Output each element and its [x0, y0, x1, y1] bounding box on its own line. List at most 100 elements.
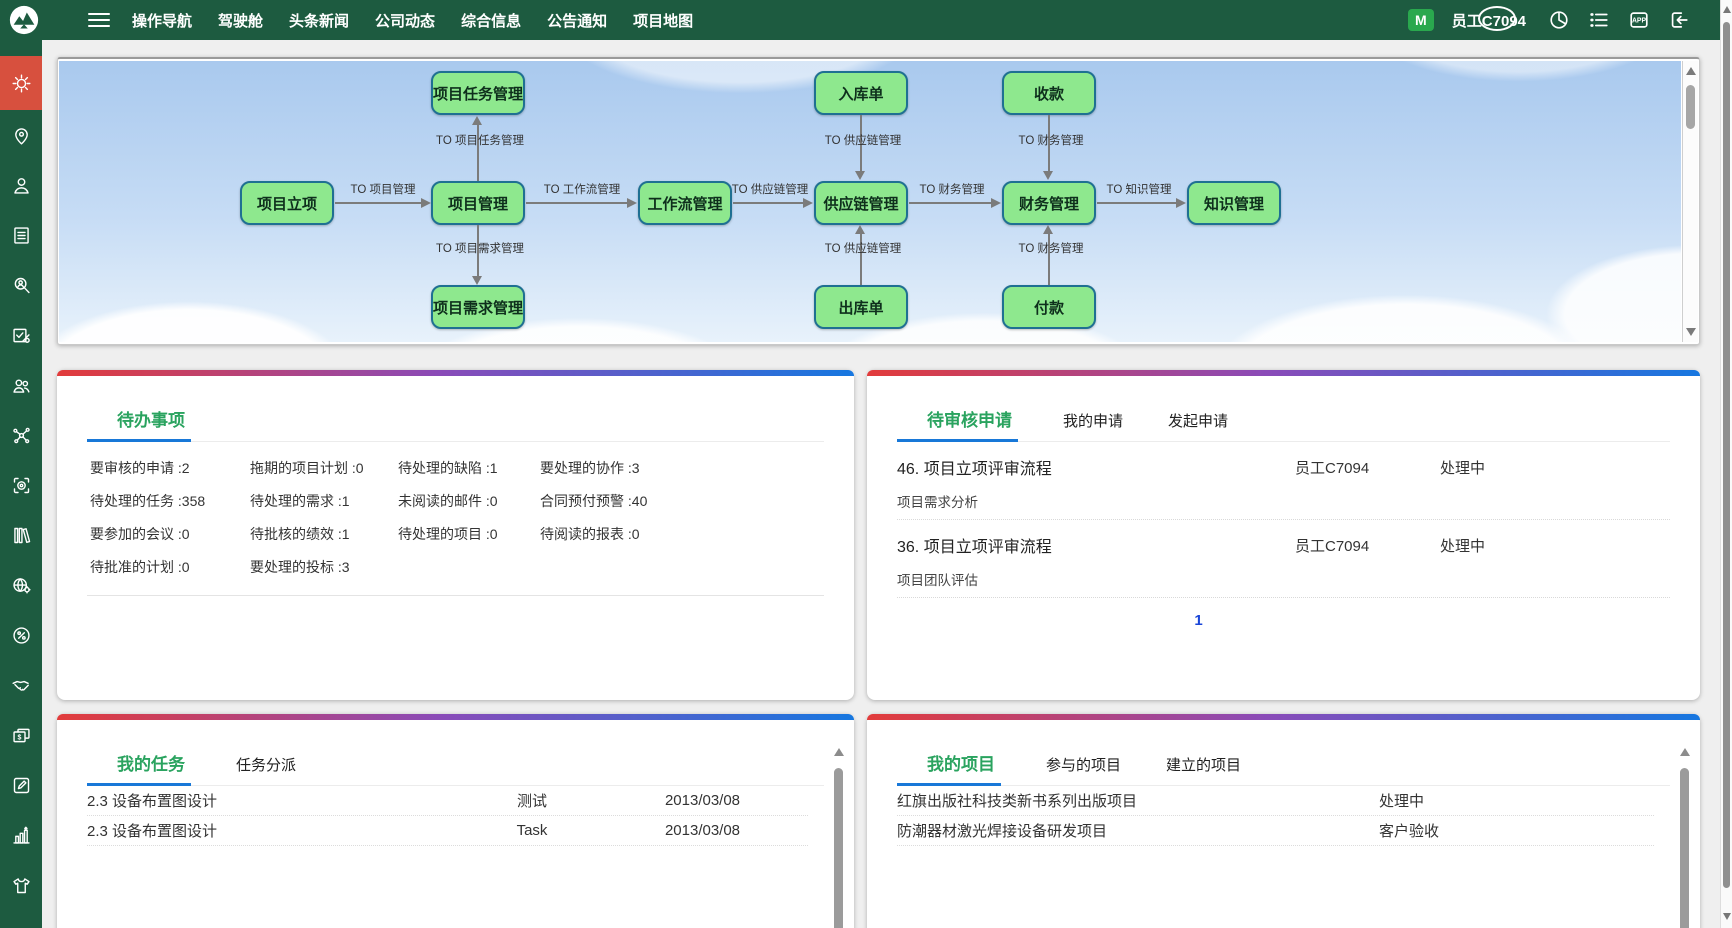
tab-created-projects[interactable]: 建立的项目: [1166, 754, 1241, 785]
scroll-up-icon[interactable]: [1686, 67, 1696, 75]
current-user[interactable]: 员工C7094: [1452, 10, 1530, 31]
logout-icon[interactable]: [1668, 9, 1690, 31]
project-row[interactable]: 红旗出版社科技类新书系列出版项目 处理中: [897, 786, 1654, 816]
nav-item-announcements[interactable]: 公告通知: [547, 10, 607, 31]
todo-item[interactable]: 要参加的会议 :0: [90, 524, 250, 544]
tab-start-application[interactable]: 发起申请: [1168, 410, 1228, 441]
handshake-icon: [11, 675, 32, 696]
flow-node-project-initiation[interactable]: 项目立项: [240, 181, 334, 225]
scrollbar-thumb[interactable]: [1686, 85, 1695, 129]
flow-node-finance[interactable]: 财务管理: [1002, 181, 1096, 225]
approval-status: 处理中: [1440, 533, 1670, 556]
todo-item[interactable]: 待处理的需求 :1: [250, 491, 398, 511]
flow-node-project-requirements[interactable]: 项目需求管理: [431, 285, 525, 329]
app-download-icon[interactable]: APP: [1628, 9, 1650, 31]
scroll-up-icon[interactable]: [834, 748, 844, 756]
task-name: 2.3 设备布置图设计: [87, 790, 467, 811]
menu-icon[interactable]: [88, 9, 110, 31]
message-badge[interactable]: M: [1408, 9, 1434, 31]
todo-item[interactable]: 待阅读的报表 :0: [540, 524, 824, 544]
tab-my-applications[interactable]: 我的申请: [1063, 410, 1123, 441]
approvals-panel: 待审核申请 我的申请 发起申请 46. 项目立项评审流程 项目需求分析 员工C7…: [867, 370, 1700, 700]
tab-task-assignment[interactable]: 任务分派: [236, 754, 296, 785]
flow-node-knowledge[interactable]: 知识管理: [1187, 181, 1281, 225]
sidebar-item-library[interactable]: [0, 510, 42, 560]
pagination-page-1[interactable]: 1: [897, 612, 1670, 629]
nav-item-project-map[interactable]: 项目地图: [633, 10, 693, 31]
scroll-up-icon[interactable]: [1680, 748, 1690, 756]
todo-item[interactable]: 拖期的项目计划 :0: [250, 458, 398, 478]
tab-pending-approvals[interactable]: 待审核申请: [897, 406, 1018, 442]
sidebar-item-monitor[interactable]: [0, 460, 42, 510]
flow-node-payments[interactable]: 付款: [1002, 285, 1096, 329]
todo-item[interactable]: 待批准的计划 :0: [90, 557, 250, 577]
list-menu-icon[interactable]: [1588, 9, 1610, 31]
module-flowchart-panel: 项目立项 项目管理 工作流管理 供应链管理 财务管理 知识管理 项目任务管理 入…: [57, 57, 1700, 345]
scrollbar-thumb[interactable]: [1723, 22, 1730, 888]
flow-node-workflow-management[interactable]: 工作流管理: [638, 181, 732, 225]
project-row[interactable]: 防潮器材激光焊接设备研发项目 客户验收: [897, 816, 1654, 846]
sidebar-item-edit[interactable]: [0, 760, 42, 810]
tasks-scrollbar[interactable]: [832, 748, 845, 928]
sidebar-item-discount[interactable]: [0, 610, 42, 660]
svg-text:APP: APP: [1632, 17, 1647, 24]
todo-item[interactable]: 待处理的缺陷 :1: [398, 458, 540, 478]
sidebar-item-partners[interactable]: [0, 660, 42, 710]
sidebar-item-reports[interactable]: [0, 810, 42, 860]
task-date: 2013/03/08: [597, 792, 808, 809]
sidebar-item-documents[interactable]: [0, 210, 42, 260]
sidebar-item-network[interactable]: [0, 410, 42, 460]
flowchart-scrollbar[interactable]: [1682, 61, 1698, 342]
sidebar-item-location[interactable]: [0, 110, 42, 160]
sidebar-item-global-config[interactable]: [0, 560, 42, 610]
nav-item-cockpit[interactable]: 驾驶舱: [218, 10, 263, 31]
nav-item-operations[interactable]: 操作导航: [132, 10, 192, 31]
flow-node-project-tasks[interactable]: 项目任务管理: [431, 71, 525, 115]
sidebar-item-user[interactable]: [0, 160, 42, 210]
sidebar-item-user-search[interactable]: [0, 260, 42, 310]
todo-item[interactable]: 待批核的绩效 :1: [250, 524, 398, 544]
todo-item[interactable]: 要处理的协作 :3: [540, 458, 824, 478]
scroll-up-icon[interactable]: [1723, 6, 1731, 13]
sidebar-item-approval-form[interactable]: [0, 310, 42, 360]
page-scrollbar[interactable]: [1720, 0, 1732, 928]
pie-chart-icon[interactable]: [1548, 9, 1570, 31]
todo-item[interactable]: 要审核的申请 :2: [90, 458, 250, 478]
task-type: 测试: [467, 790, 597, 811]
arrow-down-icon: [855, 171, 865, 180]
todo-item[interactable]: 待处理的项目 :0: [398, 524, 540, 544]
task-row[interactable]: 2.3 设备布置图设计 Task 2013/03/08: [87, 816, 808, 846]
sidebar-item-settings[interactable]: [0, 56, 42, 110]
todo-item[interactable]: 合同预付预警 :40: [540, 491, 824, 511]
task-row[interactable]: 2.3 设备布置图设计 测试 2013/03/08: [87, 786, 808, 816]
approvals-list: 46. 项目立项评审流程 项目需求分析 员工C7094 处理中 36. 项目立项…: [897, 442, 1670, 598]
todo-item[interactable]: 待处理的任务 :358: [90, 491, 250, 511]
sidebar-item-materials[interactable]: [0, 860, 42, 910]
edit-icon: [11, 775, 32, 796]
flow-node-outbound-order[interactable]: 出库单: [814, 285, 908, 329]
sidebar-item-team[interactable]: [0, 360, 42, 410]
tab-participating-projects[interactable]: 参与的项目: [1046, 754, 1121, 785]
tab-my-projects[interactable]: 我的项目: [897, 750, 1001, 786]
flow-edge-label: TO 工作流管理: [544, 181, 620, 197]
tab-my-tasks[interactable]: 我的任务: [87, 750, 191, 786]
projects-scrollbar[interactable]: [1678, 748, 1691, 928]
flow-node-receipts[interactable]: 收款: [1002, 71, 1096, 115]
nav-item-headlines[interactable]: 头条新闻: [289, 10, 349, 31]
scroll-down-icon[interactable]: [1723, 913, 1731, 920]
sidebar-item-finance[interactable]: $: [0, 710, 42, 760]
scrollbar-thumb[interactable]: [1680, 768, 1689, 928]
flow-node-project-management[interactable]: 项目管理: [431, 181, 525, 225]
scroll-down-icon[interactable]: [1686, 328, 1696, 336]
todo-item[interactable]: 未阅读的邮件 :0: [398, 491, 540, 511]
flow-node-inbound-order[interactable]: 入库单: [814, 71, 908, 115]
flow-node-supply-chain[interactable]: 供应链管理: [814, 181, 908, 225]
scrollbar-thumb[interactable]: [834, 768, 843, 928]
approval-row[interactable]: 46. 项目立项评审流程 项目需求分析 员工C7094 处理中: [897, 442, 1670, 520]
nav-item-general-info[interactable]: 综合信息: [461, 10, 521, 31]
nav-item-company-news[interactable]: 公司动态: [375, 10, 435, 31]
todo-grid: 要审核的申请 :2 拖期的项目计划 :0 待处理的缺陷 :1 要处理的协作 :3…: [90, 458, 824, 577]
approval-row[interactable]: 36. 项目立项评审流程 项目团队评估 员工C7094 处理中: [897, 520, 1670, 598]
todo-panel: 待办事项 要审核的申请 :2 拖期的项目计划 :0 待处理的缺陷 :1 要处理的…: [57, 370, 854, 700]
todo-item[interactable]: 要处理的投标 :3: [250, 557, 398, 577]
